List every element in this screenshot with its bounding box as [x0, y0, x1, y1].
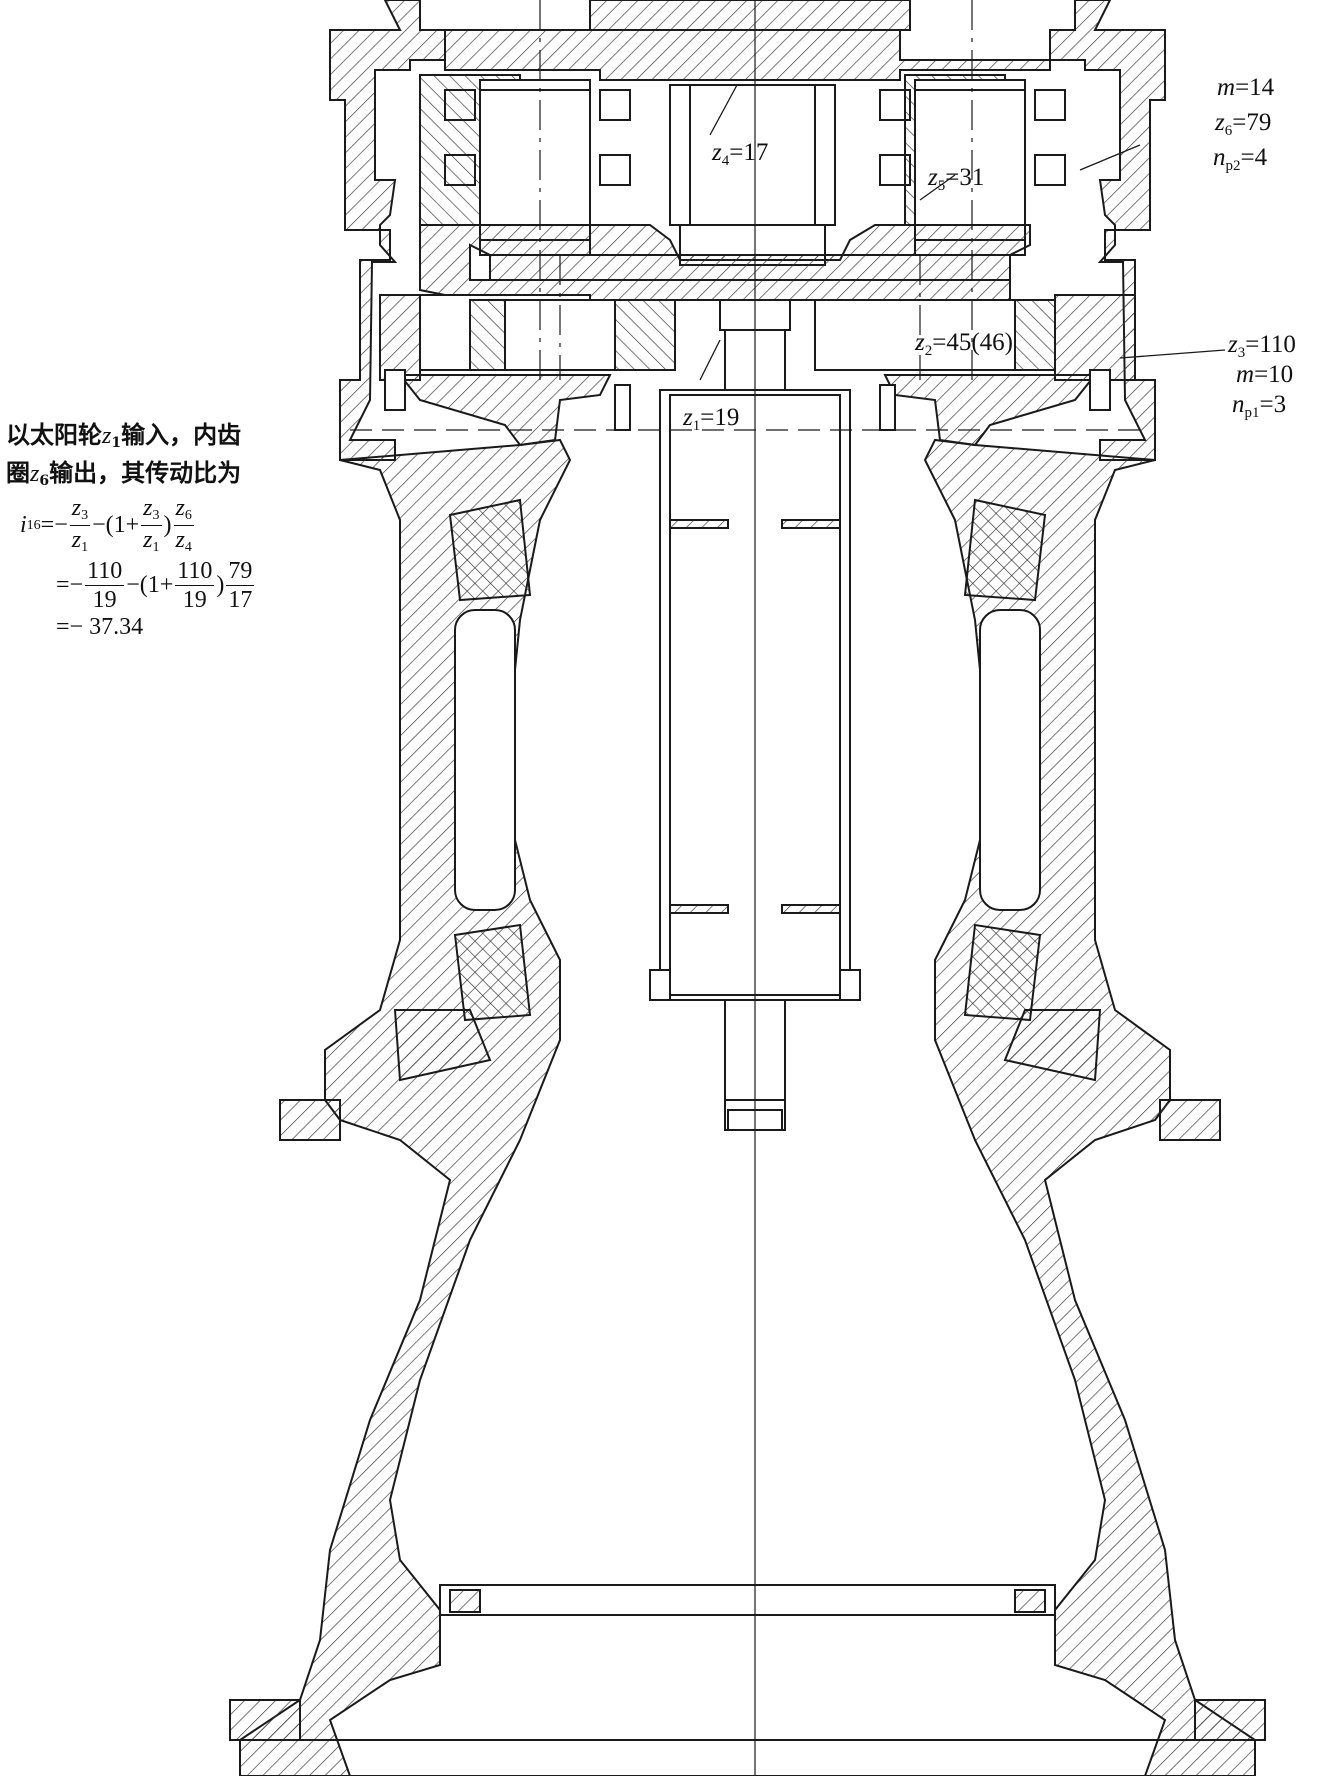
bottom-ring [439, 1584, 1056, 1616]
top-cover [444, 29, 1051, 81]
formula-line-1: 以太阳轮z1输入，内齿 [6, 420, 242, 451]
formula-line-2: 圈z6输出，其传动比为 [6, 458, 242, 489]
label-z2: z2=45(46) [915, 329, 1013, 359]
tapered-bearings [393, 498, 1102, 1082]
label-z1: z1=19 [683, 404, 740, 434]
upper-housing [329, 0, 1166, 461]
housing-right-wall [1049, 0, 1166, 461]
label-np2: np2=4 [1213, 144, 1268, 174]
label-stage2-m: m=14 [1217, 74, 1275, 101]
lower-carrier [397, 374, 612, 447]
label-z6: z6=79 [1215, 109, 1272, 139]
label-stage1-m: m=10 [1236, 361, 1294, 388]
label-z5: z5=31 [928, 164, 985, 194]
sun-gear-z4 [669, 84, 836, 266]
housing-left-wall [329, 0, 446, 461]
label-z3: z3=110 [1228, 331, 1296, 361]
label-np1: np1=3 [1232, 391, 1287, 421]
label-z4: z4=17 [712, 139, 769, 169]
formula-result: =− 37.34 [56, 614, 144, 640]
